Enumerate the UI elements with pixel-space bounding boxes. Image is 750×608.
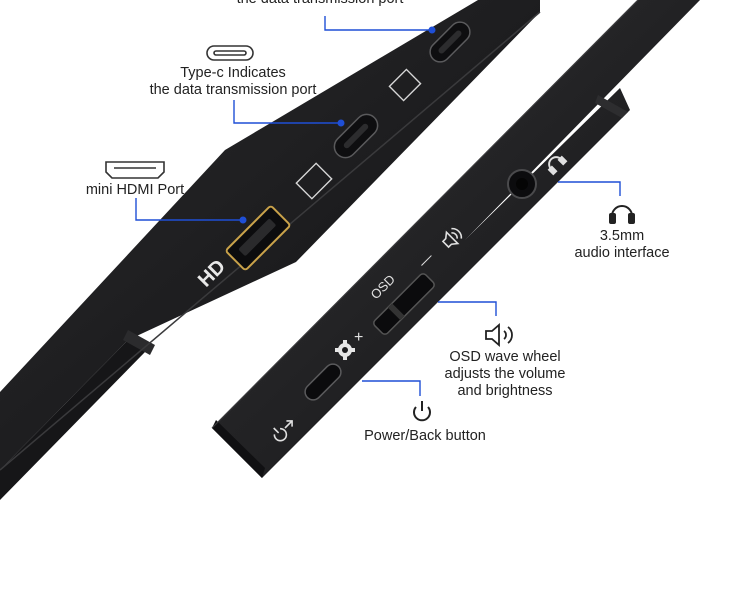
usb-c-icon: [206, 45, 254, 61]
headphones-callout-icon: [609, 205, 635, 224]
leader-lines: [135, 16, 621, 396]
headphones-icon: [547, 155, 568, 176]
power-back-button[interactable]: [302, 361, 344, 403]
audio-jack: [507, 169, 537, 199]
speaker-volume-icon: [441, 227, 463, 249]
osd-wheel[interactable]: [372, 272, 436, 336]
usb-c-port: [333, 113, 379, 159]
engraved-port-icons: [295, 68, 422, 200]
label-typec: Type-c Indicates the data transmission p…: [149, 65, 317, 98]
label-mini-hdmi: mini HDMI Port: [85, 182, 185, 198]
power-icon: [413, 401, 431, 422]
leader-dots: [239, 26, 436, 224]
speaker-callout-icon: [485, 323, 513, 347]
plus-marking: +: [354, 329, 363, 346]
label-audio: 3.5mm audio interface: [574, 228, 670, 261]
label-power-back: Power/Back button: [364, 428, 486, 444]
label-osd-wheel: OSD wave wheel adjusts the volume and br…: [444, 349, 566, 399]
label-typec-top: the data transmission port: [205, 0, 435, 8]
power-return-icon: [273, 420, 293, 442]
mini-hdmi-icon: [105, 161, 165, 179]
usb-c-port-top: [429, 21, 471, 63]
mini-hdmi-port: [225, 205, 291, 271]
gear-icon: [335, 340, 355, 360]
right-monitor-edge: [211, 0, 700, 478]
